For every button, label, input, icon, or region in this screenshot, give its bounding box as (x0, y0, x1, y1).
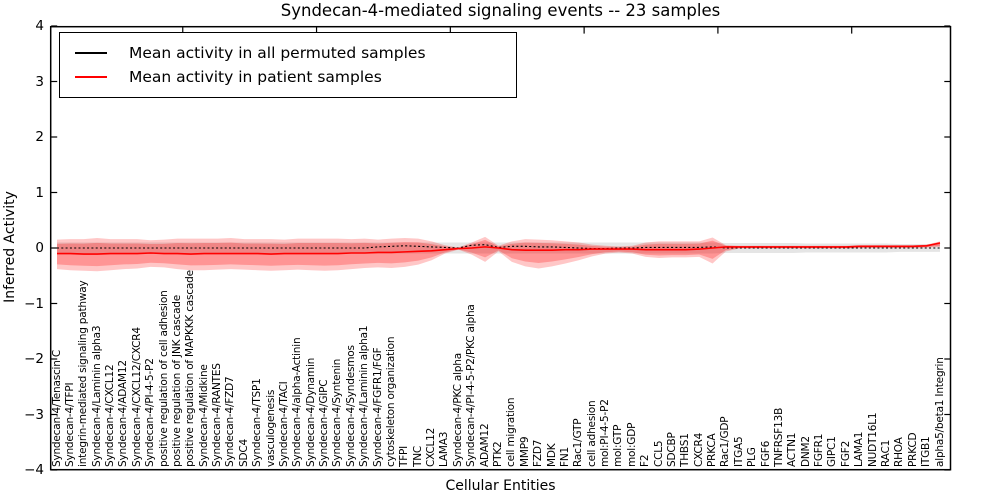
y-tick-label: −1 (24, 295, 44, 312)
y-tick-label: −4 (24, 462, 44, 478)
x-category-label: vasculogenesis (264, 389, 277, 467)
x-category-label: PTK2 (492, 441, 504, 467)
x-category-label: Syndecan-4/Syntenin (331, 358, 344, 467)
x-category-label: Syndecan-4/Midkine (197, 364, 210, 467)
x-category-label: Syndecan-4/FGFR1/FGF (371, 347, 384, 467)
x-category-label: Syndecan-4/PI-4-5-P2 (144, 358, 157, 467)
x-category-label: FGF2 (839, 440, 852, 467)
x-category-label: Syndecan-4/PI-4-5-P2/PKC alpha (465, 304, 478, 467)
x-category-label: mol:PI-4-5-P2 (599, 399, 612, 467)
x-category-label: RHOA (893, 437, 906, 467)
x-category-label: FGF6 (759, 440, 772, 467)
x-category-label: Rac1/GDP (719, 416, 732, 467)
y-tick-label: 4 (35, 18, 44, 34)
x-category-label: alpha5/beta1 Integrin (933, 357, 946, 467)
x-category-label: ACTN1 (786, 432, 799, 467)
x-category-label: Syndecan-4/TFPI (63, 382, 76, 467)
x-category-label: cell adhesion (585, 400, 598, 468)
x-category-label: THBS1 (679, 433, 692, 467)
x-category-label: Syndecan-4/ADAM12 (117, 360, 130, 467)
legend-item-patient: Mean activity in patient samples (60, 68, 516, 86)
x-category-label: cytoskeleton organization (384, 336, 397, 467)
x-category-label: PLG (746, 447, 759, 467)
patient-band-inner (57, 239, 940, 267)
x-axis-label: Cellular Entities (445, 478, 556, 494)
y-tick-label: 2 (35, 129, 44, 145)
x-category-label: F2 (639, 454, 652, 467)
x-category-label: FN1 (558, 447, 571, 467)
x-category-label: ADAM12 (478, 423, 491, 468)
x-category-label: Syndecan-4/Syndesmos (344, 345, 357, 467)
x-category-label: Rac1/GTP (572, 418, 585, 467)
x-category-label: integrin-mediated signaling pathway (77, 280, 90, 467)
axes-frame (49, 25, 952, 471)
x-category-label: Syndecan-4/Tenascin C (50, 350, 63, 467)
patient-band-outer (57, 236, 940, 272)
x-category-label: Syndecan-4/GIPC (318, 379, 331, 467)
y-tick-label: −3 (24, 406, 44, 423)
x-category-label: SDCBP (665, 432, 678, 467)
permuted-mean-line (57, 244, 940, 250)
x-category-label: positive regulation of JNK cascade (170, 294, 183, 467)
x-category-label: CCL5 (652, 440, 665, 467)
x-category-label: TNC (411, 446, 424, 467)
y-tick-label: 0 (35, 240, 44, 256)
x-category-label: MMP9 (518, 436, 531, 467)
x-category-label: DNM2 (799, 436, 812, 467)
y-tick-label: 1 (35, 184, 44, 201)
x-category-label: Syndecan-4/RANTES (211, 363, 224, 467)
x-category-label: Syndecan-4/TACI (277, 381, 290, 467)
y-tick-label: −2 (24, 351, 44, 367)
x-category-label: Syndecan-4/alpha-Actinin (291, 337, 304, 467)
chart-title: Syndecan-4-mediated signaling events -- … (280, 1, 721, 20)
x-category-label: CXCR4 (692, 432, 705, 467)
x-category-label: CXCL12 (425, 427, 438, 467)
x-category-label: RAC1 (879, 439, 892, 467)
x-category-label: LAMA3 (438, 431, 451, 467)
x-category-label: Syndecan-4/Laminin alpha1 (358, 325, 371, 467)
x-category-label: PRKCA (706, 433, 719, 467)
x-category-label: Syndecan-4/TSP1 (251, 378, 264, 467)
legend-item-permuted: Mean activity in all permuted samples (60, 44, 516, 62)
black-line-swatch-icon (75, 51, 107, 54)
x-category-label: TNFRSF13B (772, 407, 785, 467)
x-category-label: GIPC1 (826, 436, 839, 467)
legend-label-permuted: Mean activity in all permuted samples (129, 43, 426, 62)
x-category-label: positive regulation of cell adhesion (157, 290, 170, 467)
x-category-label: Syndecan-4/CXCL12/CXCR4 (130, 327, 143, 467)
x-category-label: positive regulation of MAPKKK cascade (184, 270, 197, 467)
legend: Mean activity in all permuted samples Me… (59, 32, 517, 98)
x-category-label: Syndecan-4/FZD7 (224, 376, 237, 467)
x-category-label: Syndecan-4/Laminin alpha3 (90, 325, 103, 467)
y-tick-label: 3 (35, 73, 44, 90)
x-category-label: mol:GDP (625, 422, 638, 467)
x-category-label: cell migration (505, 397, 518, 467)
legend-label-patient: Mean activity in patient samples (129, 68, 382, 87)
x-category-label: ITGA5 (732, 436, 745, 467)
x-category-label: ITGB1 (920, 436, 933, 467)
x-category-label: MDK (545, 443, 558, 467)
x-category-label: Syndecan-4/CXCL12 (104, 364, 116, 467)
red-line-swatch-icon (75, 76, 107, 79)
x-category-label: FGFR1 (813, 433, 826, 467)
patient-mean-line (57, 242, 941, 255)
x-category-label: NUDT16L1 (866, 412, 879, 467)
x-category-label: mol:GTP (612, 424, 625, 467)
x-category-label: TFPI (398, 445, 411, 467)
x-category-label: PRKCD (906, 432, 919, 467)
x-category-label: Syndecan-4/Dynamin (304, 357, 317, 467)
x-category-label: SDC4 (237, 439, 250, 467)
x-category-label: LAMA1 (853, 431, 866, 467)
x-category-label: FZD7 (532, 439, 545, 467)
x-category-label: Syndecan-4/PKC alpha (451, 353, 464, 467)
